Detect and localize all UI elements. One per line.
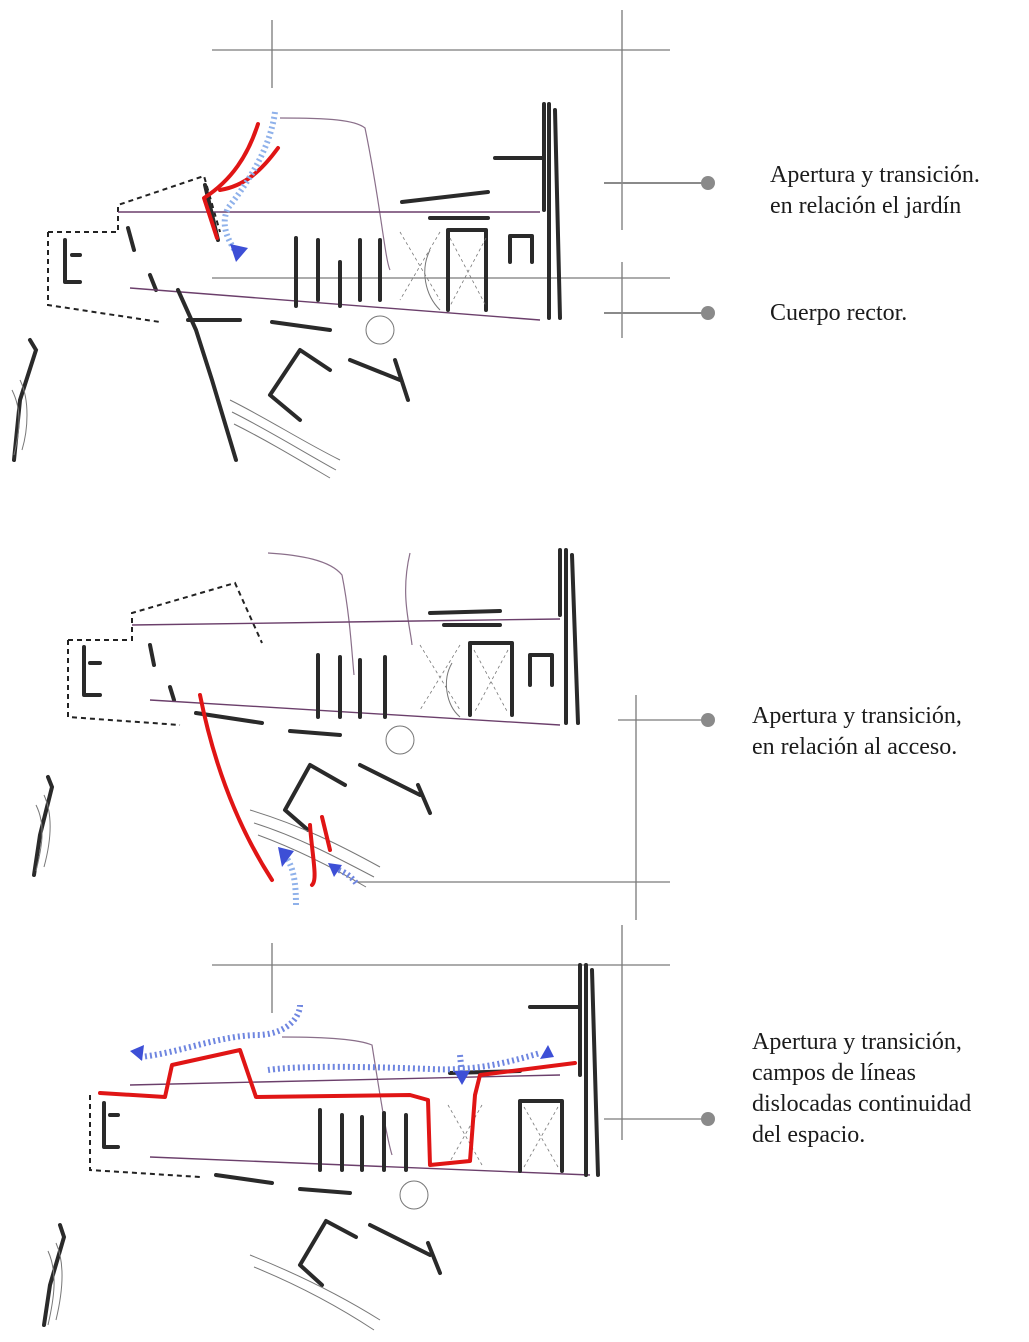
flow-arrow-fields [267,1050,541,1073]
red-access-opening [320,815,332,852]
wall-group [12,102,562,462]
garden-boundary [279,117,391,271]
annotation-line: en relación al acceso. [752,734,958,760]
arrowhead-icon [328,863,342,877]
stairs [35,662,461,888]
floor-plan-drawing [42,925,715,1331]
annotation-access: Apertura y transición, en relación al ac… [752,701,962,763]
leader-dot [701,713,715,727]
floor-plan-drawing [32,548,715,920]
arrowhead-icon [540,1045,554,1059]
red-dislocated-lines [98,1048,577,1167]
red-garden-opening [218,146,280,192]
annotation-fields: Apertura y transición, campos de líneas … [752,1027,971,1151]
arrowhead-icon [454,1071,470,1085]
void-crossing [447,1104,559,1168]
annotation-garden: Apertura y transición. en relación el ja… [770,160,980,222]
plan-panel-fields: Apertura y transición, campos de líneas … [0,925,1029,1342]
terrace-outline [67,581,263,726]
red-access-opening [198,693,274,882]
floor-plan-drawing [11,10,715,479]
garden-boundary [405,552,413,646]
stairs [11,249,441,479]
garden-boundary [281,1036,393,1156]
annotation-line: campos de líneas [752,1060,916,1086]
annotation-line: Cuerpo rector. [770,300,908,326]
flow-arrow-fields [139,1004,303,1060]
void-crossing [419,644,509,714]
arrowhead-icon [278,847,294,867]
plan-panel-garden: Apertura y transición. en relación el ja… [0,0,1029,490]
stairs [47,1180,429,1331]
flow-arrow-access [281,852,299,906]
annotation-line: del espacio. [752,1122,866,1148]
void-crossing [399,231,487,307]
leader-dot [701,176,715,190]
arrowhead-icon [230,244,248,262]
red-garden-opening [202,122,260,240]
annotation-line: dislocadas continuidad [752,1091,972,1117]
leader-dot [701,1112,715,1126]
flow-arrow-garden [221,111,278,254]
arrowhead-icon [130,1045,144,1061]
plan-panel-access: Apertura y transición, en relación al ac… [0,495,1029,925]
wall-group [32,548,580,877]
annotation-line: Apertura y transición, [752,703,962,729]
wall-group [42,963,600,1327]
annotation-line: Apertura y transición, [752,1029,962,1055]
annotation-line: en relación el jardín [770,193,962,219]
annotation-body: Cuerpo rector. [770,298,907,329]
leader-dot [701,306,715,320]
annotation-line: Apertura y transición. [770,162,980,188]
terrace-outline [89,1095,201,1178]
garden-boundary [267,552,355,676]
red-access-opening [308,823,317,887]
